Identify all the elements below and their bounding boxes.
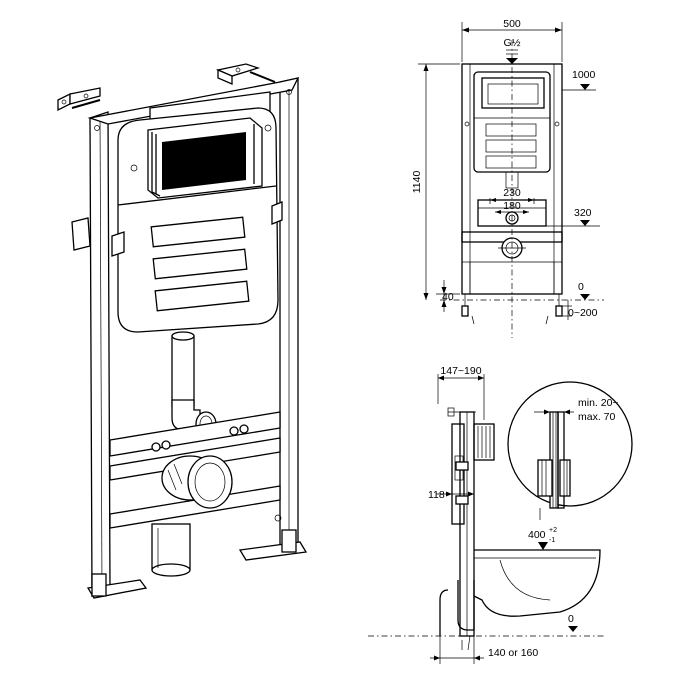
front-width-label: 500 (503, 18, 521, 30)
front-flush-plate (481, 77, 545, 109)
front-elevation-view: 500 G½ 1000 1140 230 180 320 (411, 18, 604, 338)
front-spacing-outer-label: 230 (503, 187, 521, 199)
side-base-label: 140 or 160 (488, 647, 538, 659)
detail-circle (507, 381, 633, 507)
front-foot-range-label: 0~200 (568, 307, 598, 319)
outlet-elbow (161, 455, 233, 509)
front-outlet-level-label: 320 (574, 207, 592, 219)
front-spacing-inner-label: 180 (503, 200, 521, 212)
detail-wall-max-label: max. 70 (578, 411, 616, 423)
wall-bracket-left (57, 87, 101, 112)
side-bowl-tol-lower: -1 (549, 537, 555, 544)
wall-bracket-right (215, 63, 276, 85)
side-floor-level-label: 0 (568, 613, 574, 625)
front-height-label: 1140 (411, 171, 423, 194)
wall-hung-bowl (473, 549, 601, 617)
front-floor-level-label: 0 (578, 281, 584, 293)
front-foot-height-label: 40 (442, 291, 454, 303)
drain-pipe (171, 331, 217, 437)
front-upper-level-label: 1000 (572, 69, 596, 81)
side-section-view: 147~190 118 400 +2 -1 0 140 or 160 (368, 365, 606, 664)
wall-thickness-detail: min. 20~ max. 70 (507, 381, 633, 520)
cistern (111, 107, 283, 333)
side-flush-plate (473, 423, 495, 461)
waste-pipe (151, 523, 191, 577)
flush-plate (147, 117, 263, 199)
detail-wall-min-label: min. 20~ (578, 397, 619, 409)
frame-top-rail (87, 77, 300, 125)
side-wall-dim-label: 118 (428, 489, 445, 501)
side-bowl-tol-upper: +2 (549, 527, 557, 534)
side-depth-label: 147~190 (440, 365, 481, 377)
front-connection-label: G½ (504, 37, 521, 49)
isometric-frame-view (57, 63, 308, 599)
side-bowl-level-label: 400 (528, 529, 546, 541)
